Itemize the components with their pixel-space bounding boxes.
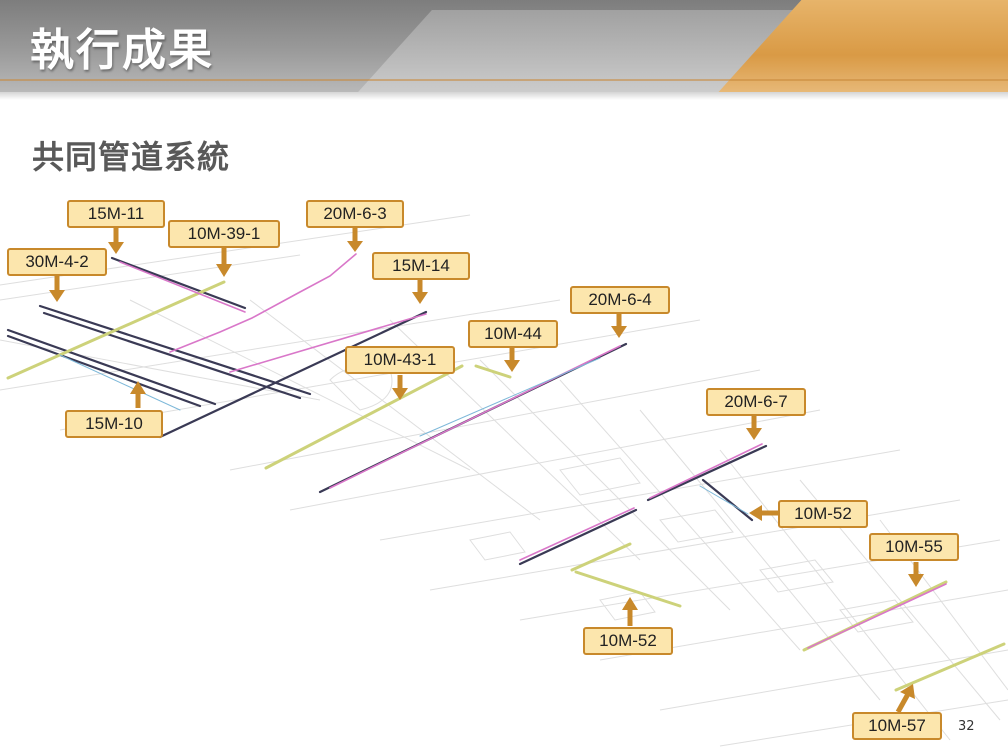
arrow-10m-43-1 <box>392 375 408 400</box>
label-10m-43-1: 10M-43-1 <box>345 346 455 374</box>
arrow-10m-44 <box>504 348 520 372</box>
arrow-15m-14 <box>412 280 428 304</box>
slide-title: 執行成果 <box>30 25 214 76</box>
label-10m-39-1: 10M-39-1 <box>168 220 280 248</box>
callout-arrows <box>49 228 924 714</box>
label-20m-6-3: 20M-6-3 <box>306 200 404 228</box>
arrow-10m-52-bottom <box>622 597 638 626</box>
label-30m-4-2: 30M-4-2 <box>7 248 107 276</box>
tunnel-lines <box>6 253 1006 692</box>
label-15m-10: 15M-10 <box>65 410 163 438</box>
arrow-10m-52-right <box>749 505 778 521</box>
arrow-20m-6-4 <box>611 314 627 338</box>
slide-header <box>0 0 1008 100</box>
header-shadow <box>0 92 1008 100</box>
arrow-20m-6-7 <box>746 416 762 440</box>
arrow-10m-55 <box>908 562 924 587</box>
label-10m-55: 10M-55 <box>869 533 959 561</box>
label-15m-14: 15M-14 <box>372 252 470 280</box>
street-grid <box>0 214 1008 747</box>
arrow-10m-57 <box>895 684 915 714</box>
label-20m-6-7: 20M-6-7 <box>706 388 806 416</box>
arrow-20m-6-3 <box>347 228 363 252</box>
page-number: 32 <box>958 719 975 734</box>
label-15m-11: 15M-11 <box>67 200 165 228</box>
arrow-15m-11 <box>108 228 124 254</box>
label-20m-6-4: 20M-6-4 <box>570 286 670 314</box>
arrow-10m-39-1 <box>216 248 232 277</box>
arrow-30m-4-2 <box>49 276 65 302</box>
header-divider <box>0 79 1008 81</box>
slide-subtitle: 共同管道系統 <box>32 138 231 176</box>
label-10m-52-right: 10M-52 <box>778 500 868 528</box>
arrow-15m-10 <box>130 381 146 408</box>
label-10m-57: 10M-57 <box>852 712 942 740</box>
label-10m-52-bottom: 10M-52 <box>583 627 673 655</box>
label-10m-44: 10M-44 <box>468 320 558 348</box>
